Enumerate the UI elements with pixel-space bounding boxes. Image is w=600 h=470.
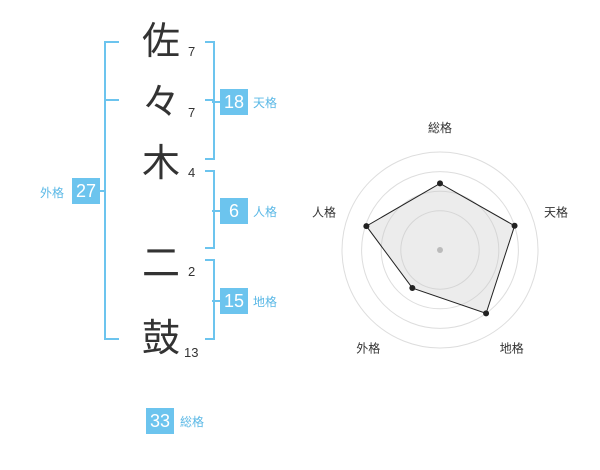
radar-rings [341, 151, 539, 349]
tenkaku-bracket-mid [205, 99, 213, 101]
radar-point-3 [483, 310, 490, 317]
stroke-count-2: 7 [188, 105, 196, 120]
name-char-2: 々 [141, 80, 180, 124]
stroke-count-5: 13 [184, 345, 199, 360]
tenkaku-badge: 18 [220, 89, 248, 115]
radar-point-1 [437, 180, 443, 187]
radar-axis-label-1: 総格 [428, 120, 452, 135]
gaikaku-bracket-mid [104, 99, 119, 101]
radar-axis-label-3: 地格 [500, 341, 524, 356]
jinkaku-connector [212, 210, 220, 212]
radar-points [363, 180, 518, 317]
radar-axis-label-5: 人格 [312, 204, 336, 219]
jinkaku-badge: 6 [220, 198, 248, 224]
name-char-5: 鼓 [141, 316, 180, 360]
radar-point-5 [363, 223, 370, 230]
gaikaku-badge: 27 [72, 178, 100, 204]
jinkaku-label: 人格 [253, 205, 278, 219]
radar-point-2 [511, 222, 518, 229]
soukaku-badge: 33 [146, 408, 174, 434]
radar-ring-4 [400, 210, 480, 290]
chikaku-badge: 15 [220, 288, 248, 314]
jinkaku-bracket [205, 170, 215, 249]
soukaku-label: 総格 [180, 415, 205, 429]
stroke-count-1: 7 [188, 44, 196, 59]
tenkaku-bracket [205, 41, 215, 160]
radar-ring-3 [380, 190, 500, 310]
tenkaku-label: 天格 [253, 96, 278, 110]
tenkaku-connector [212, 101, 220, 103]
chikaku-label: 地格 [253, 295, 278, 309]
chikaku-connector [212, 300, 220, 302]
gaikaku-label: 外格 [40, 186, 65, 200]
stroke-count-4: 2 [188, 264, 196, 279]
radar-center [437, 247, 443, 253]
name-char-4: 二 [141, 241, 180, 285]
stroke-count-3: 4 [188, 165, 196, 180]
chikaku-bracket [205, 259, 215, 340]
radar-axis-label-2: 天格 [544, 204, 568, 219]
name-char-3: 木 [141, 141, 180, 185]
gaikaku-connector [98, 190, 106, 192]
radar-point-4 [409, 285, 416, 292]
name-char-1: 佐 [141, 19, 180, 63]
radar-ring-1 [341, 151, 539, 349]
radar-ring-2 [361, 171, 519, 329]
radar-axis-label-4: 外格 [356, 341, 380, 356]
